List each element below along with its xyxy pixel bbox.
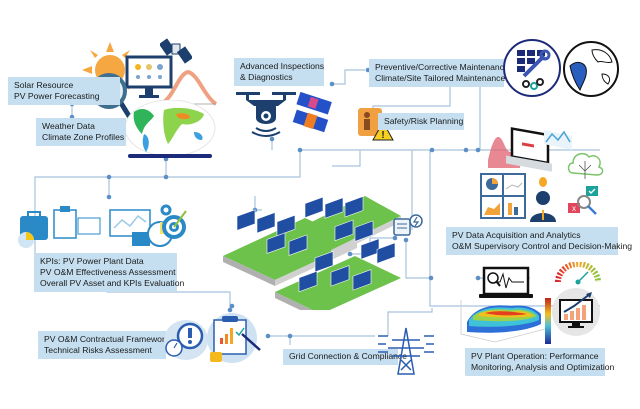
cloud-network-icon: [567, 152, 604, 179]
surface-plot-icon: [460, 298, 551, 344]
node-line: Climate Zone Profiles: [42, 132, 125, 142]
node-grid: Grid Connection & Compliance: [283, 349, 407, 365]
transmission-tower-icon: [378, 327, 434, 375]
node-inspections: Advanced Inspections & Diagnostics: [234, 58, 324, 86]
laptop-analytics-icon: [488, 127, 572, 172]
node-line: & Diagnostics: [240, 72, 293, 82]
node-weather: Weather Data Climate Zone Profiles: [36, 118, 126, 146]
node-line: PV Plant Operation: Performance: [471, 351, 599, 361]
worker-warning-icon: !: [358, 108, 394, 141]
svg-text:x: x: [572, 204, 576, 213]
node-line: Solar Resource: [14, 80, 74, 90]
target-icon: [162, 210, 187, 239]
node-analytics: PV Data Acquisition and Analytics O&M Su…: [446, 227, 633, 255]
node-line: Technical Risks Assessment: [44, 345, 152, 355]
node-line: Grid Connection & Compliance: [289, 351, 407, 361]
node-solar-resource: Solar Resource PV Power Forecasting: [8, 77, 120, 105]
solar-farm-icon: [223, 196, 401, 310]
thermal-panel-icon: [291, 92, 334, 134]
manager-icon: [530, 177, 556, 222]
search-check-icon: x: [568, 186, 598, 215]
node-line: Monitoring, Analysis and Optimization: [471, 362, 615, 372]
node-line: PV O&M Effectiveness Assessment: [40, 267, 176, 277]
dashboard-grid-icon: [480, 173, 526, 219]
kpi-tools-icon: [18, 204, 173, 248]
node-line: PV Power Forecasting: [14, 91, 100, 101]
node-maintenance: Preventive/Corrective Maintenance Climat…: [369, 59, 509, 87]
node-operation: PV Plant Operation: Performance Monitori…: [465, 348, 615, 376]
alert-gauge-icon: [164, 320, 208, 360]
node-line: PV Data Acquisition and Analytics: [452, 230, 581, 240]
inverter-icon: [393, 214, 423, 236]
laptop-ecg-icon: [479, 266, 533, 298]
drone-icon: [236, 92, 296, 137]
node-line: O&M Supervisory Control and Decision-Mak…: [452, 241, 633, 251]
node-line: Weather Data: [42, 121, 95, 131]
node-line: Preventive/Corrective Maintenance: [375, 62, 509, 72]
node-safety: Safety/Risk Planning: [378, 113, 464, 130]
node-contractual: PV O&M Contractual Framework Technical R…: [38, 331, 170, 359]
node-line: Overall PV Asset and KPIs Evaluation: [40, 278, 185, 288]
clipboard-chart-icon: [207, 313, 261, 363]
node-kpis: KPIs: PV Power Plant Data PV O&M Effecti…: [34, 253, 185, 292]
speed-gauge-icon: [555, 262, 601, 285]
node-line: Advanced Inspections: [240, 61, 325, 71]
world-map-icon: [124, 100, 216, 158]
node-line: PV O&M Contractual Framework: [44, 334, 170, 344]
globe-icon: [563, 41, 619, 97]
growth-monitor-icon: [552, 288, 600, 336]
svg-text:!: !: [381, 130, 384, 141]
monitor-icon: [125, 55, 173, 98]
node-line: KPIs: PV Power Plant Data: [40, 256, 144, 266]
satellite-icon: [160, 38, 192, 64]
node-line: Safety/Risk Planning: [384, 116, 464, 126]
node-line: Climate/Site Tailored Maintenance: [375, 73, 506, 83]
solar-panel-wrench-icon: [503, 39, 561, 97]
